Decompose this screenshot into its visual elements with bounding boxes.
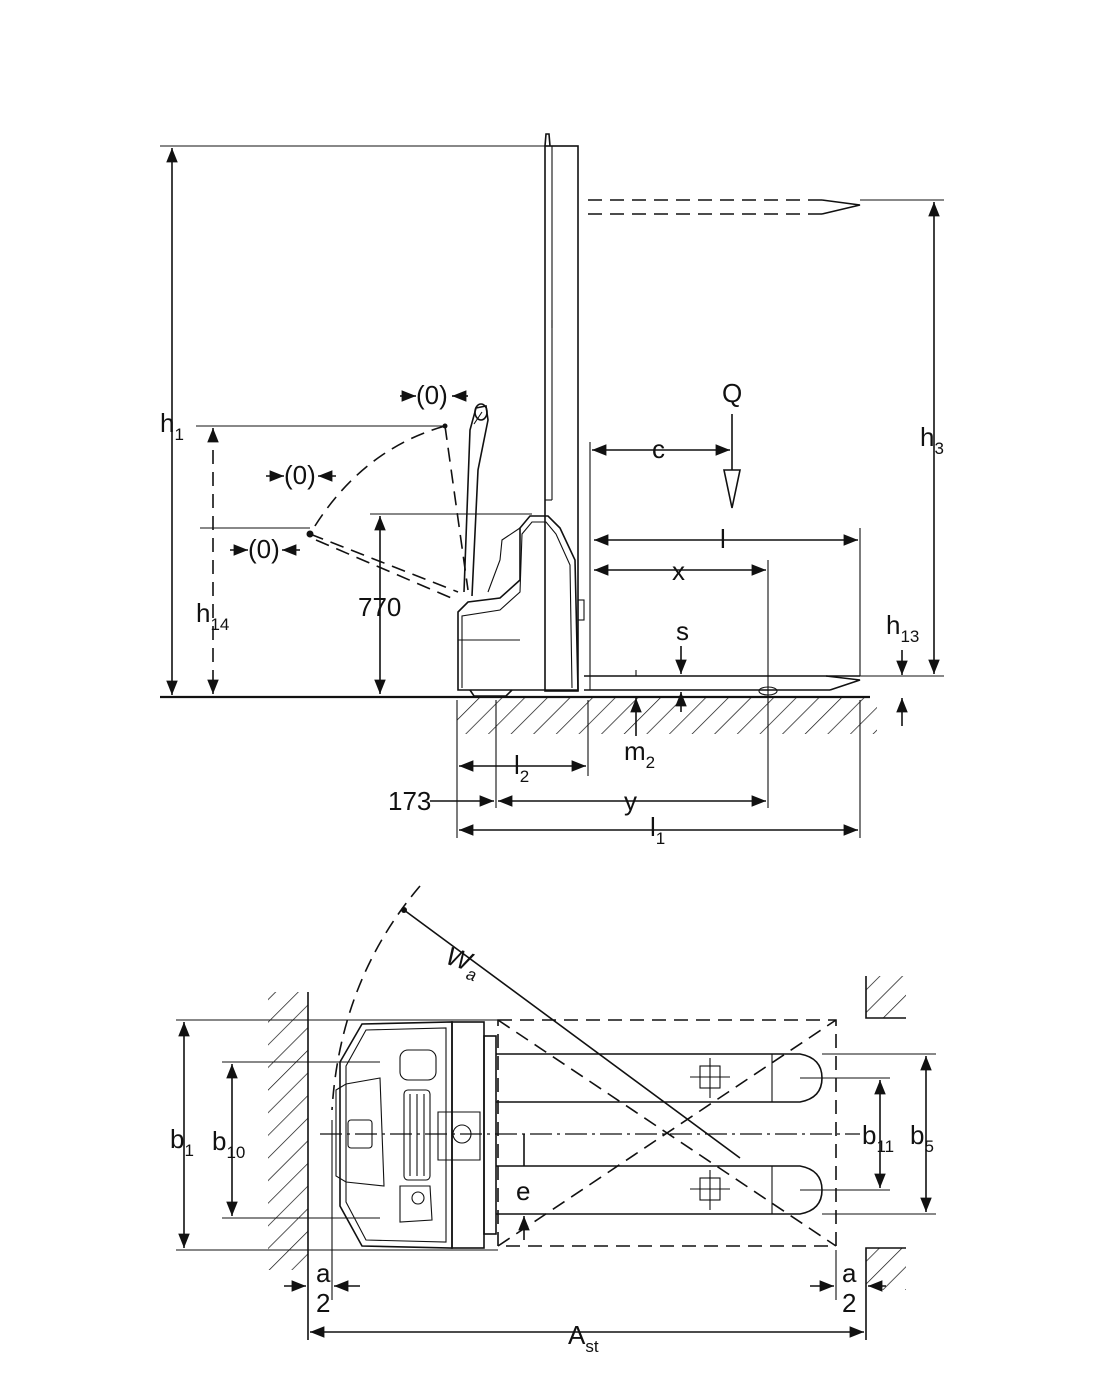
h3-label: h3 [920,422,944,458]
a-half-right-numerator: a [842,1258,857,1288]
l-label: l [720,524,726,554]
svg-text:(0): (0) [416,380,448,410]
zero-marker-top: (0) [400,380,468,410]
height-770-label: 770 [358,592,401,622]
svg-text:(0): (0) [284,460,316,490]
m2-label: m2 [624,736,655,772]
raised-fork [588,199,861,215]
tiller-low-position [309,533,459,593]
e-label: e [516,1176,530,1206]
top-view: Wa [170,885,936,1356]
right-wall-lower-hatching [866,1248,906,1290]
ground-hatching [457,698,877,734]
zero-marker-middle: (0) [266,460,336,490]
truck-body [457,515,579,697]
h13-label: h13 [886,610,919,646]
l2-label: l2 [514,750,529,786]
tiller-handle [463,403,489,597]
load-Q-label: Q [722,378,742,408]
load-arrow [723,469,741,509]
left-wall-hatching [268,992,308,1270]
x-label: x [672,556,685,586]
s-label: s [676,616,689,646]
mast [544,133,585,692]
truck-body-plan [335,1021,497,1249]
a-half-right-denominator: 2 [842,1288,856,1318]
svg-text:(0): (0) [248,534,280,564]
a-half-left-numerator: a [316,1258,331,1288]
right-wall-upper-hatching [866,976,906,1018]
y-label: y [624,786,637,816]
h1-label: h1 [160,408,184,444]
zero-marker-bottom: (0) [230,534,300,564]
side-view: h1 h14 770 (0) (0) (0) h3 [160,133,944,848]
tiller-top-position [444,425,469,591]
lowered-fork [584,670,861,696]
a-half-left-denominator: 2 [316,1288,330,1318]
tiller-swing-arc [309,425,446,535]
c-label: c [652,434,665,464]
Wa-label: Wa [441,940,484,985]
offset-173-label: 173 [388,786,431,816]
turning-radius-arc [331,885,421,1111]
b1-label: b1 [170,1124,194,1160]
b11-label: b11 [862,1120,894,1156]
Wa-dimension-line [403,909,741,1159]
b10-label: b10 [212,1126,245,1162]
Ast-label: Ast [568,1320,599,1356]
b5-label: b5 [910,1120,934,1156]
h14-label: h14 [196,598,229,634]
l1-label: l1 [650,812,665,848]
pallet-outline [497,1019,837,1247]
